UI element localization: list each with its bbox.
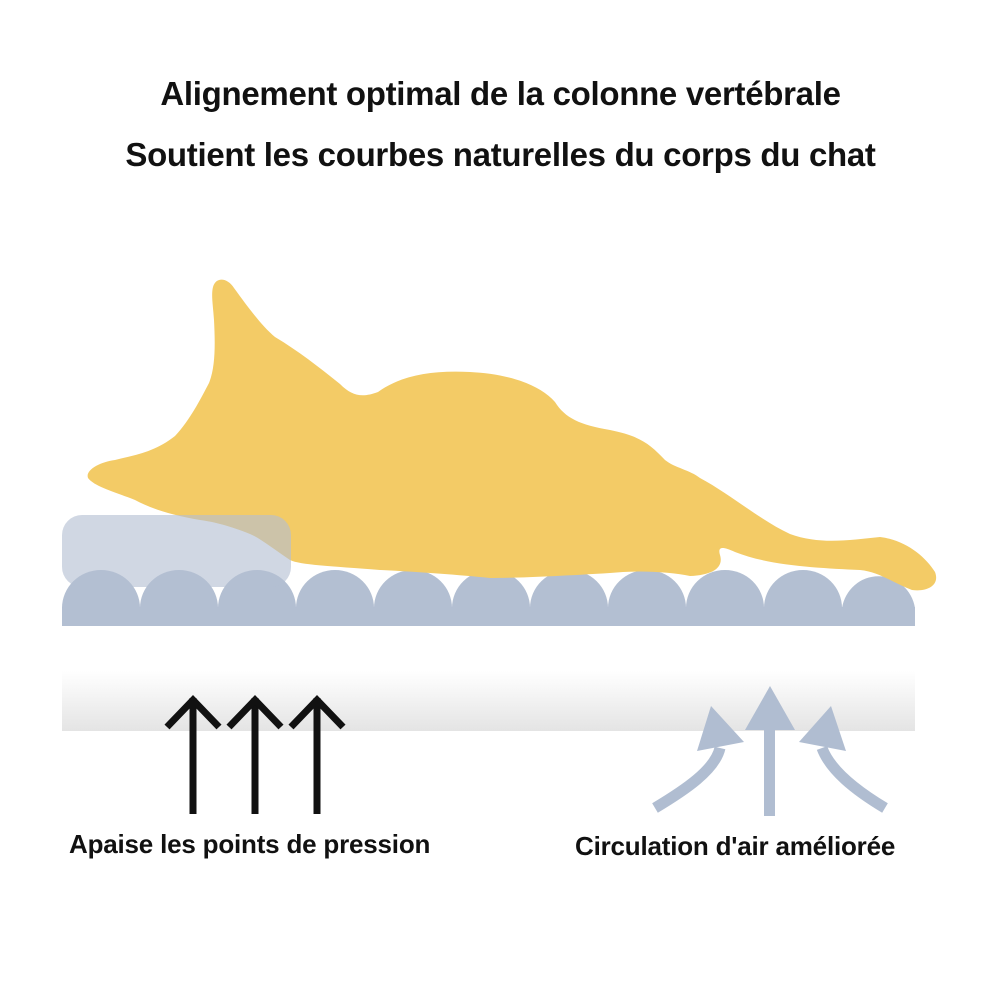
airflow-arrows-icon [652, 686, 888, 816]
headline-spine-alignment: Alignement optimal de la colonne vertébr… [160, 75, 841, 112]
cat-silhouette [87, 279, 937, 591]
feature-pressure-relief-label: Apaise les points de pression [69, 829, 431, 859]
pressure-arrows-icon [164, 694, 346, 814]
pillow [62, 515, 291, 587]
subheadline-body-curves: Soutient les courbes naturelles du corps… [125, 136, 876, 173]
feature-airflow-label: Circulation d'air améliorée [575, 831, 896, 861]
